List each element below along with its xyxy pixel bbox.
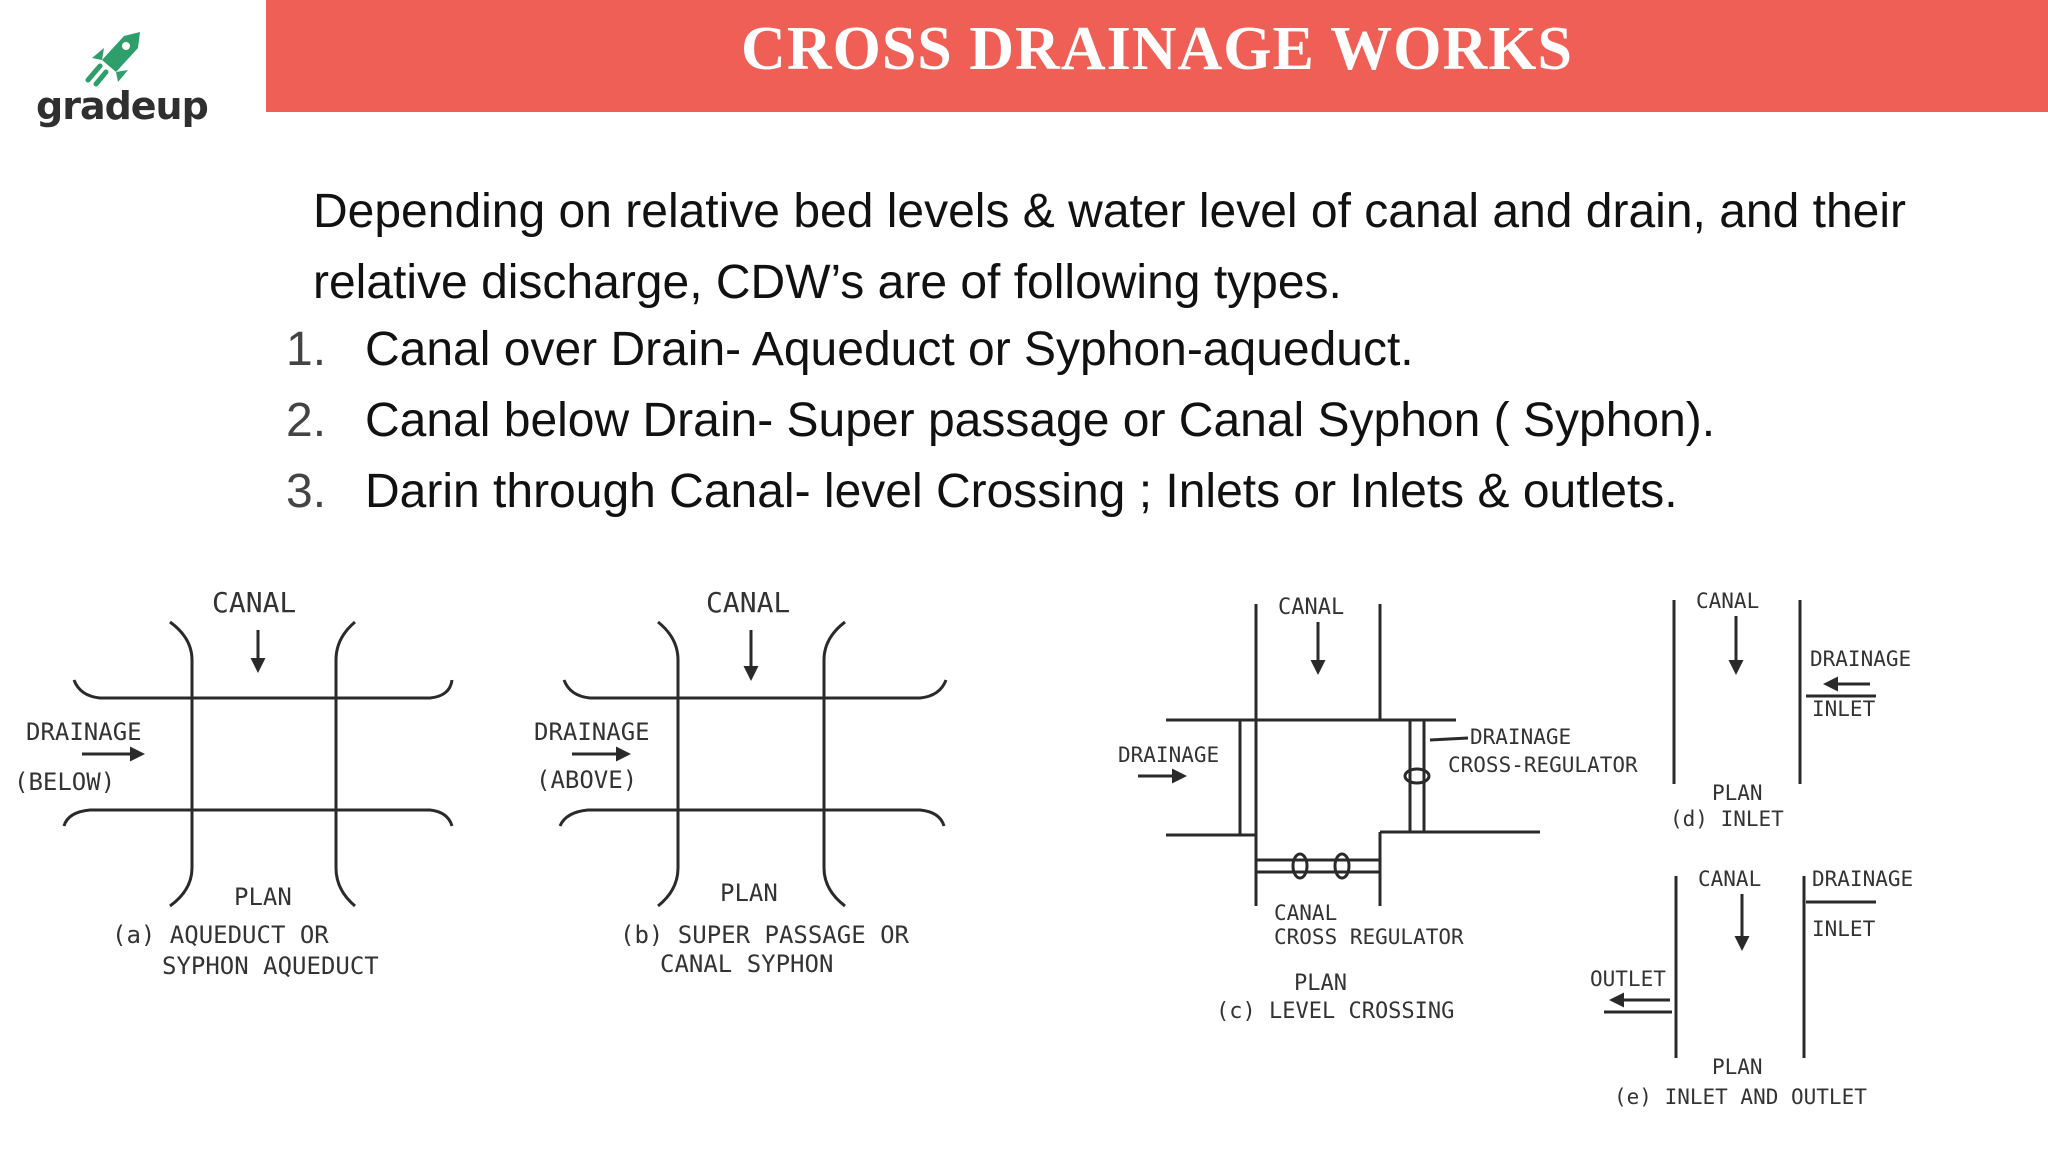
fig-c-ccr-label-1: CANAL [1274, 901, 1337, 925]
list-text: Canal over Drain- Aqueduct or Syphon-aqu… [365, 323, 1414, 376]
fig-a-caption-1: (a) AQUEDUCT OR [112, 921, 329, 949]
fig-c-caption: (c) LEVEL CROSSING [1216, 999, 1454, 1024]
fig-a-caption-2: SYPHON AQUEDUCT [162, 952, 379, 980]
fig-c-plan-label: PLAN [1294, 971, 1347, 996]
fig-d-inlet-label: INLET [1812, 697, 1876, 721]
fig-e-canal-label: CANAL [1698, 867, 1761, 891]
fig-b-caption-2: CANAL SYPHON [660, 950, 833, 978]
logo-text: gradeup [36, 84, 209, 128]
fig-e-caption: (e) INLET AND OUTLET [1614, 1085, 1867, 1109]
fig-d-drainage-label: DRAINAGE [1810, 647, 1911, 671]
list-item: 2. Canal below Drain- Super passage or C… [286, 385, 1715, 456]
fig-a-below-label: (BELOW) [14, 768, 115, 796]
fig-d-plan-label: PLAN [1712, 781, 1763, 805]
title-banner: CROSS DRAINAGE WORKS [266, 0, 2048, 112]
page-title: CROSS DRAINAGE WORKS [741, 15, 1573, 83]
types-list: 1. Canal over Drain- Aqueduct or Syphon-… [286, 314, 1715, 527]
fig-e-outlet-label: OUTLET [1590, 967, 1666, 991]
list-text: Canal below Drain- Super passage or Cana… [365, 394, 1716, 447]
list-text: Darin through Canal- level Crossing ; In… [365, 465, 1678, 518]
list-number: 3. [286, 465, 327, 518]
figure-b-super-passage: CANAL DRAINAGE (ABOVE) PLAN (b) SUPER PA… [534, 586, 948, 978]
fig-b-caption-1: (b) SUPER PASSAGE OR [620, 921, 910, 949]
fig-d-canal-label: CANAL [1696, 589, 1759, 613]
figure-e-inlet-outlet: CANAL DRAINAGE INLET OUTLET PLAN (e) INL… [1590, 867, 1913, 1109]
fig-a-drainage-label: DRAINAGE [26, 718, 142, 746]
gradeup-logo: gradeup [36, 28, 236, 138]
fig-c-drainage-label: DRAINAGE [1118, 743, 1219, 767]
fig-e-plan-label: PLAN [1712, 1055, 1763, 1079]
figure-c-level-crossing: CANAL DRAINAGE DRAINAGE CROSS-REGULATOR … [1118, 595, 1638, 1024]
figure-d-inlet: CANAL DRAINAGE INLET PLAN (d) INLET [1670, 589, 1911, 831]
fig-e-inlet-label: INLET [1812, 917, 1876, 941]
fig-a-canal-label: CANAL [212, 586, 296, 619]
fig-b-drainage-label: DRAINAGE [534, 718, 650, 746]
figure-a-aqueduct: CANAL DRAINAGE (BELOW) PLAN (a) AQUEDUCT… [14, 586, 454, 980]
list-number: 2. [286, 394, 327, 447]
intro-paragraph: Depending on relative bed levels & water… [313, 185, 1906, 309]
fig-c-dcr-label-1: DRAINAGE [1470, 725, 1571, 749]
list-item: 3. Darin through Canal- level Crossing ;… [286, 456, 1715, 527]
fig-b-above-label: (ABOVE) [536, 766, 637, 794]
fig-b-plan-label: PLAN [720, 879, 778, 907]
list-number: 1. [286, 323, 327, 376]
fig-a-plan-label: PLAN [234, 883, 292, 911]
cdw-plan-figures: CANAL DRAINAGE (BELOW) PLAN (a) AQUEDUCT… [14, 586, 1913, 1109]
list-item: 1. Canal over Drain- Aqueduct or Syphon-… [286, 314, 1715, 385]
fig-c-canal-label: CANAL [1278, 595, 1344, 620]
fig-c-dcr-label-2: CROSS-REGULATOR [1448, 753, 1638, 777]
fig-d-caption: (d) INLET [1670, 807, 1784, 831]
fig-c-ccr-label-2: CROSS REGULATOR [1274, 925, 1464, 949]
rocket-icon [85, 32, 140, 87]
fig-e-drainage-label: DRAINAGE [1812, 867, 1913, 891]
fig-b-canal-label: CANAL [706, 586, 790, 619]
